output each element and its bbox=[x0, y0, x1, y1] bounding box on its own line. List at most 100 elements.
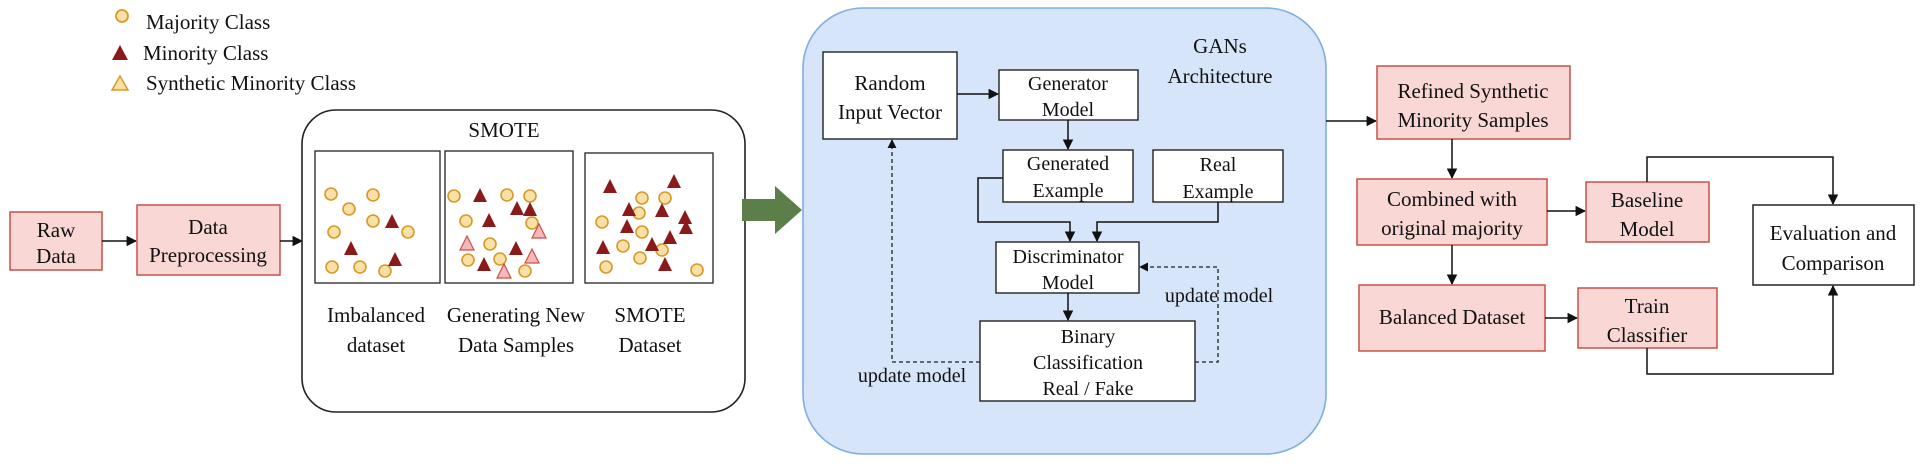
minority-point bbox=[678, 210, 692, 224]
majority-point bbox=[635, 191, 649, 205]
generator-model-box bbox=[998, 69, 1139, 121]
majority-point bbox=[635, 225, 649, 239]
synthetic-point bbox=[496, 262, 512, 279]
majority-point bbox=[461, 253, 475, 267]
minority-point bbox=[667, 174, 681, 188]
discriminator-model-box bbox=[995, 241, 1140, 294]
generated-line1: Generated bbox=[1027, 153, 1109, 175]
gans-title-line1: GANs bbox=[1193, 34, 1247, 58]
minority-point bbox=[509, 241, 523, 255]
smote-dataset-points bbox=[595, 174, 704, 277]
minority-class-legend-icon bbox=[112, 45, 128, 60]
binary-classification-box bbox=[979, 320, 1196, 402]
synthetic-point bbox=[524, 247, 540, 264]
arrow-real-to-discriminator bbox=[1091, 202, 1219, 243]
majority-class-legend-icon bbox=[115, 9, 129, 23]
update-model-loop-left bbox=[887, 139, 980, 363]
majority-point bbox=[518, 264, 532, 278]
minority-point bbox=[344, 241, 358, 255]
baseline-line2: Model bbox=[1620, 217, 1675, 241]
generator-line2: Model bbox=[1042, 99, 1095, 121]
train-classifier-box bbox=[1577, 287, 1718, 349]
generated-example-box bbox=[1002, 149, 1134, 203]
train-line2: Classifier bbox=[1607, 323, 1687, 347]
gans-title-line2: Architecture bbox=[1168, 64, 1273, 88]
discriminator-line1: Discriminator bbox=[1012, 246, 1123, 268]
update-model-label-right: update model bbox=[1165, 285, 1274, 307]
majority-point bbox=[401, 225, 415, 239]
minority-point bbox=[596, 240, 610, 254]
synthetic-point bbox=[459, 234, 475, 251]
panel1-caption-line2: dataset bbox=[347, 333, 405, 357]
majority-point bbox=[447, 189, 461, 203]
legend: Majority Class Minority Class Synthetic … bbox=[110, 9, 356, 95]
majority-point bbox=[632, 206, 646, 220]
minority-point bbox=[655, 203, 669, 217]
majority-point bbox=[324, 187, 338, 201]
minority-point bbox=[510, 201, 524, 215]
panel2-caption-line1: Generating New bbox=[447, 303, 586, 327]
binary-line3: Real / Fake bbox=[1042, 378, 1133, 400]
minority-point bbox=[663, 230, 677, 244]
minority-point bbox=[622, 202, 636, 216]
legend-synthetic-label: Synthetic Minority Class bbox=[146, 71, 356, 95]
raw-data-label-line1: Raw bbox=[37, 218, 76, 242]
minority-point bbox=[603, 179, 617, 193]
majority-point bbox=[366, 188, 380, 202]
majority-point bbox=[378, 264, 392, 278]
majority-point bbox=[366, 214, 380, 228]
panel3-caption-line1: SMOTE bbox=[614, 303, 685, 327]
majority-point bbox=[500, 188, 514, 202]
refined-synthetic-box bbox=[1376, 65, 1571, 140]
generating-samples-points bbox=[447, 188, 547, 279]
refined-line1: Refined Synthetic bbox=[1397, 79, 1548, 103]
random-input-vector-box bbox=[822, 51, 958, 140]
baseline-line1: Baseline bbox=[1611, 188, 1683, 212]
minority-point bbox=[385, 214, 399, 228]
raw-data-label-line2: Data bbox=[36, 244, 76, 268]
raw-data-box bbox=[9, 211, 103, 271]
real-line2: Example bbox=[1182, 181, 1253, 203]
smote-container: SMOTE Imbalanced dataset Generating New … bbox=[301, 109, 746, 413]
evaluation-comparison-box bbox=[1752, 204, 1915, 286]
baseline-model-box bbox=[1585, 181, 1710, 243]
random-input-line1: Random bbox=[854, 71, 925, 95]
gans-architecture: GANs Architecture Random Input Vector Ge… bbox=[802, 7, 1327, 455]
majority-point bbox=[459, 214, 473, 228]
minority-point bbox=[473, 188, 487, 202]
majority-point bbox=[483, 237, 497, 251]
data-preprocessing-box bbox=[136, 204, 281, 276]
arrow-baseline-to-evaluation bbox=[1646, 156, 1839, 206]
majority-point bbox=[342, 202, 356, 216]
panel3-caption-line2: Dataset bbox=[619, 333, 682, 357]
balanced-label: Balanced Dataset bbox=[1379, 305, 1526, 329]
panel1-caption-line1: Imbalanced bbox=[327, 303, 425, 327]
random-input-line2: Input Vector bbox=[838, 100, 942, 124]
minority-point bbox=[477, 257, 491, 271]
minority-point bbox=[388, 252, 402, 266]
binary-line1: Binary bbox=[1061, 326, 1115, 348]
arrow-generated-to-discriminator bbox=[977, 177, 1076, 243]
synthetic-class-legend-icon bbox=[110, 74, 130, 91]
minority-point bbox=[679, 220, 693, 234]
minority-point bbox=[658, 257, 672, 271]
imbalanced-dataset-points bbox=[324, 187, 415, 278]
panel2-caption-line2: Data Samples bbox=[458, 333, 574, 357]
majority-point bbox=[633, 251, 647, 265]
majority-point bbox=[525, 216, 539, 230]
combined-line2: original majority bbox=[1381, 216, 1523, 240]
binary-line2: Classification bbox=[1033, 352, 1143, 374]
majority-point bbox=[493, 252, 507, 266]
discriminator-line2: Model bbox=[1042, 272, 1095, 294]
update-model-loop-right bbox=[1139, 262, 1219, 363]
preprocessing-label-line1: Data bbox=[188, 215, 228, 239]
minority-point bbox=[645, 237, 659, 251]
minority-point bbox=[523, 202, 537, 216]
evaluation-line2: Comparison bbox=[1782, 251, 1885, 275]
generated-line2: Example bbox=[1032, 180, 1103, 202]
majority-point bbox=[599, 260, 613, 274]
synthetic-point bbox=[531, 222, 547, 239]
minority-point bbox=[482, 213, 496, 227]
legend-minority-label: Minority Class bbox=[143, 41, 268, 65]
